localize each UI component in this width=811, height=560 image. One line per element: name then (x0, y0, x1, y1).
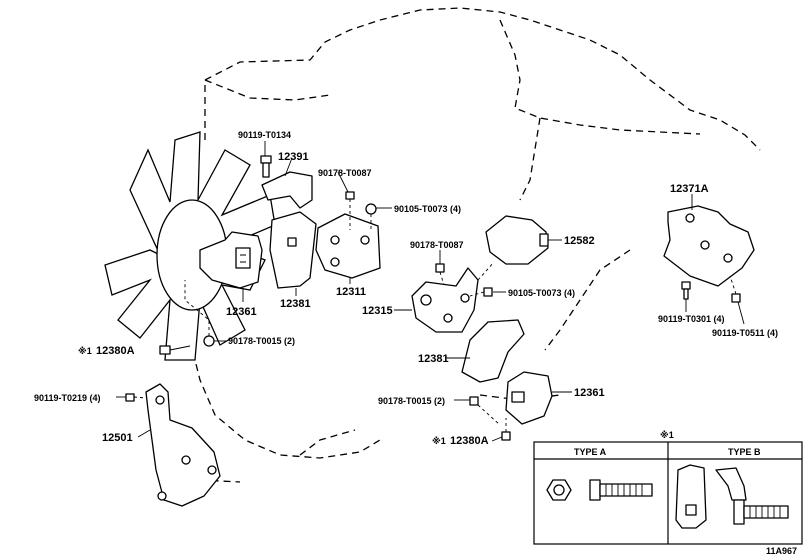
mount-rear (663, 205, 755, 287)
plate-center (315, 213, 381, 279)
mount-lower-bolt (501, 418, 511, 441)
part-labels: 90119-T0134 12391 90178-T0087 90105-T007… (34, 130, 797, 556)
mount-left (159, 345, 171, 355)
note-mark-lower: ※1 (432, 436, 446, 446)
note-mark-left: ※1 (78, 346, 92, 356)
bolt-rear-b (729, 275, 741, 303)
label-cover-top: 12391 (278, 151, 309, 163)
label-insulator-left: 12361 (226, 306, 257, 318)
label-bracket-left: 12381 (280, 298, 311, 310)
bolt-rear-a (681, 281, 691, 300)
figure-id: 11A967 (766, 546, 797, 556)
type-b-hardware (675, 464, 789, 529)
label-bolt-center: 90105-T0073 (4) (508, 288, 575, 298)
bracket-bottom (145, 383, 221, 507)
bolt-right-a (365, 203, 377, 230)
label-nut-lower: 90178-T0015 (2) (378, 396, 445, 406)
bolt-far-left (125, 393, 147, 402)
bolt-center (469, 261, 495, 297)
cover-top (261, 171, 313, 209)
label-nut-center: 90178-T0087 (410, 240, 464, 250)
type-box (533, 441, 803, 545)
label-mount-rear: 12371A (670, 183, 709, 195)
type-a-hardware (546, 479, 653, 501)
label-bolt-right-a: 90105-T0073 (4) (394, 204, 461, 214)
label-bracket-center: 12315 (362, 305, 393, 317)
label-mount-lower: 12380A (450, 435, 489, 447)
insulator-lower (505, 371, 553, 425)
label-bolt-rear-b: 90119-T0511 (4) (712, 328, 778, 338)
nut-lower (469, 396, 501, 426)
label-bolt-far-left: 90119-T0219 (4) (34, 393, 101, 403)
insulator-left (199, 231, 263, 289)
cover-right (485, 215, 549, 265)
label-nut-right-a: 90178-T0087 (318, 168, 372, 178)
leader-lines (116, 141, 745, 442)
label-bracket-lower: 12381 (418, 353, 449, 365)
bracket-lower (461, 319, 525, 383)
label-type-a: TYPE A (574, 447, 607, 457)
label-mount-left: 12380A (96, 345, 135, 357)
note-mark-box: ※1 (660, 430, 674, 440)
bracket-left (269, 211, 317, 289)
label-bolt-top: 90119-T0134 (238, 130, 291, 140)
label-insulator-lower: 12361 (574, 387, 605, 399)
label-nut-left: 90178-T0015 (2) (228, 336, 295, 346)
nut-center (435, 263, 445, 286)
label-bolt-rear-a: 90119-T0301 (4) (658, 314, 725, 324)
bracket-center (411, 267, 479, 333)
label-type-b: TYPE B (728, 447, 761, 457)
label-bracket-bottom: 12501 (102, 432, 133, 444)
nut-right-a (345, 191, 355, 230)
label-plate-center: 12311 (336, 286, 366, 298)
label-cover-right: 12582 (564, 235, 595, 247)
bolt-top (260, 155, 272, 178)
